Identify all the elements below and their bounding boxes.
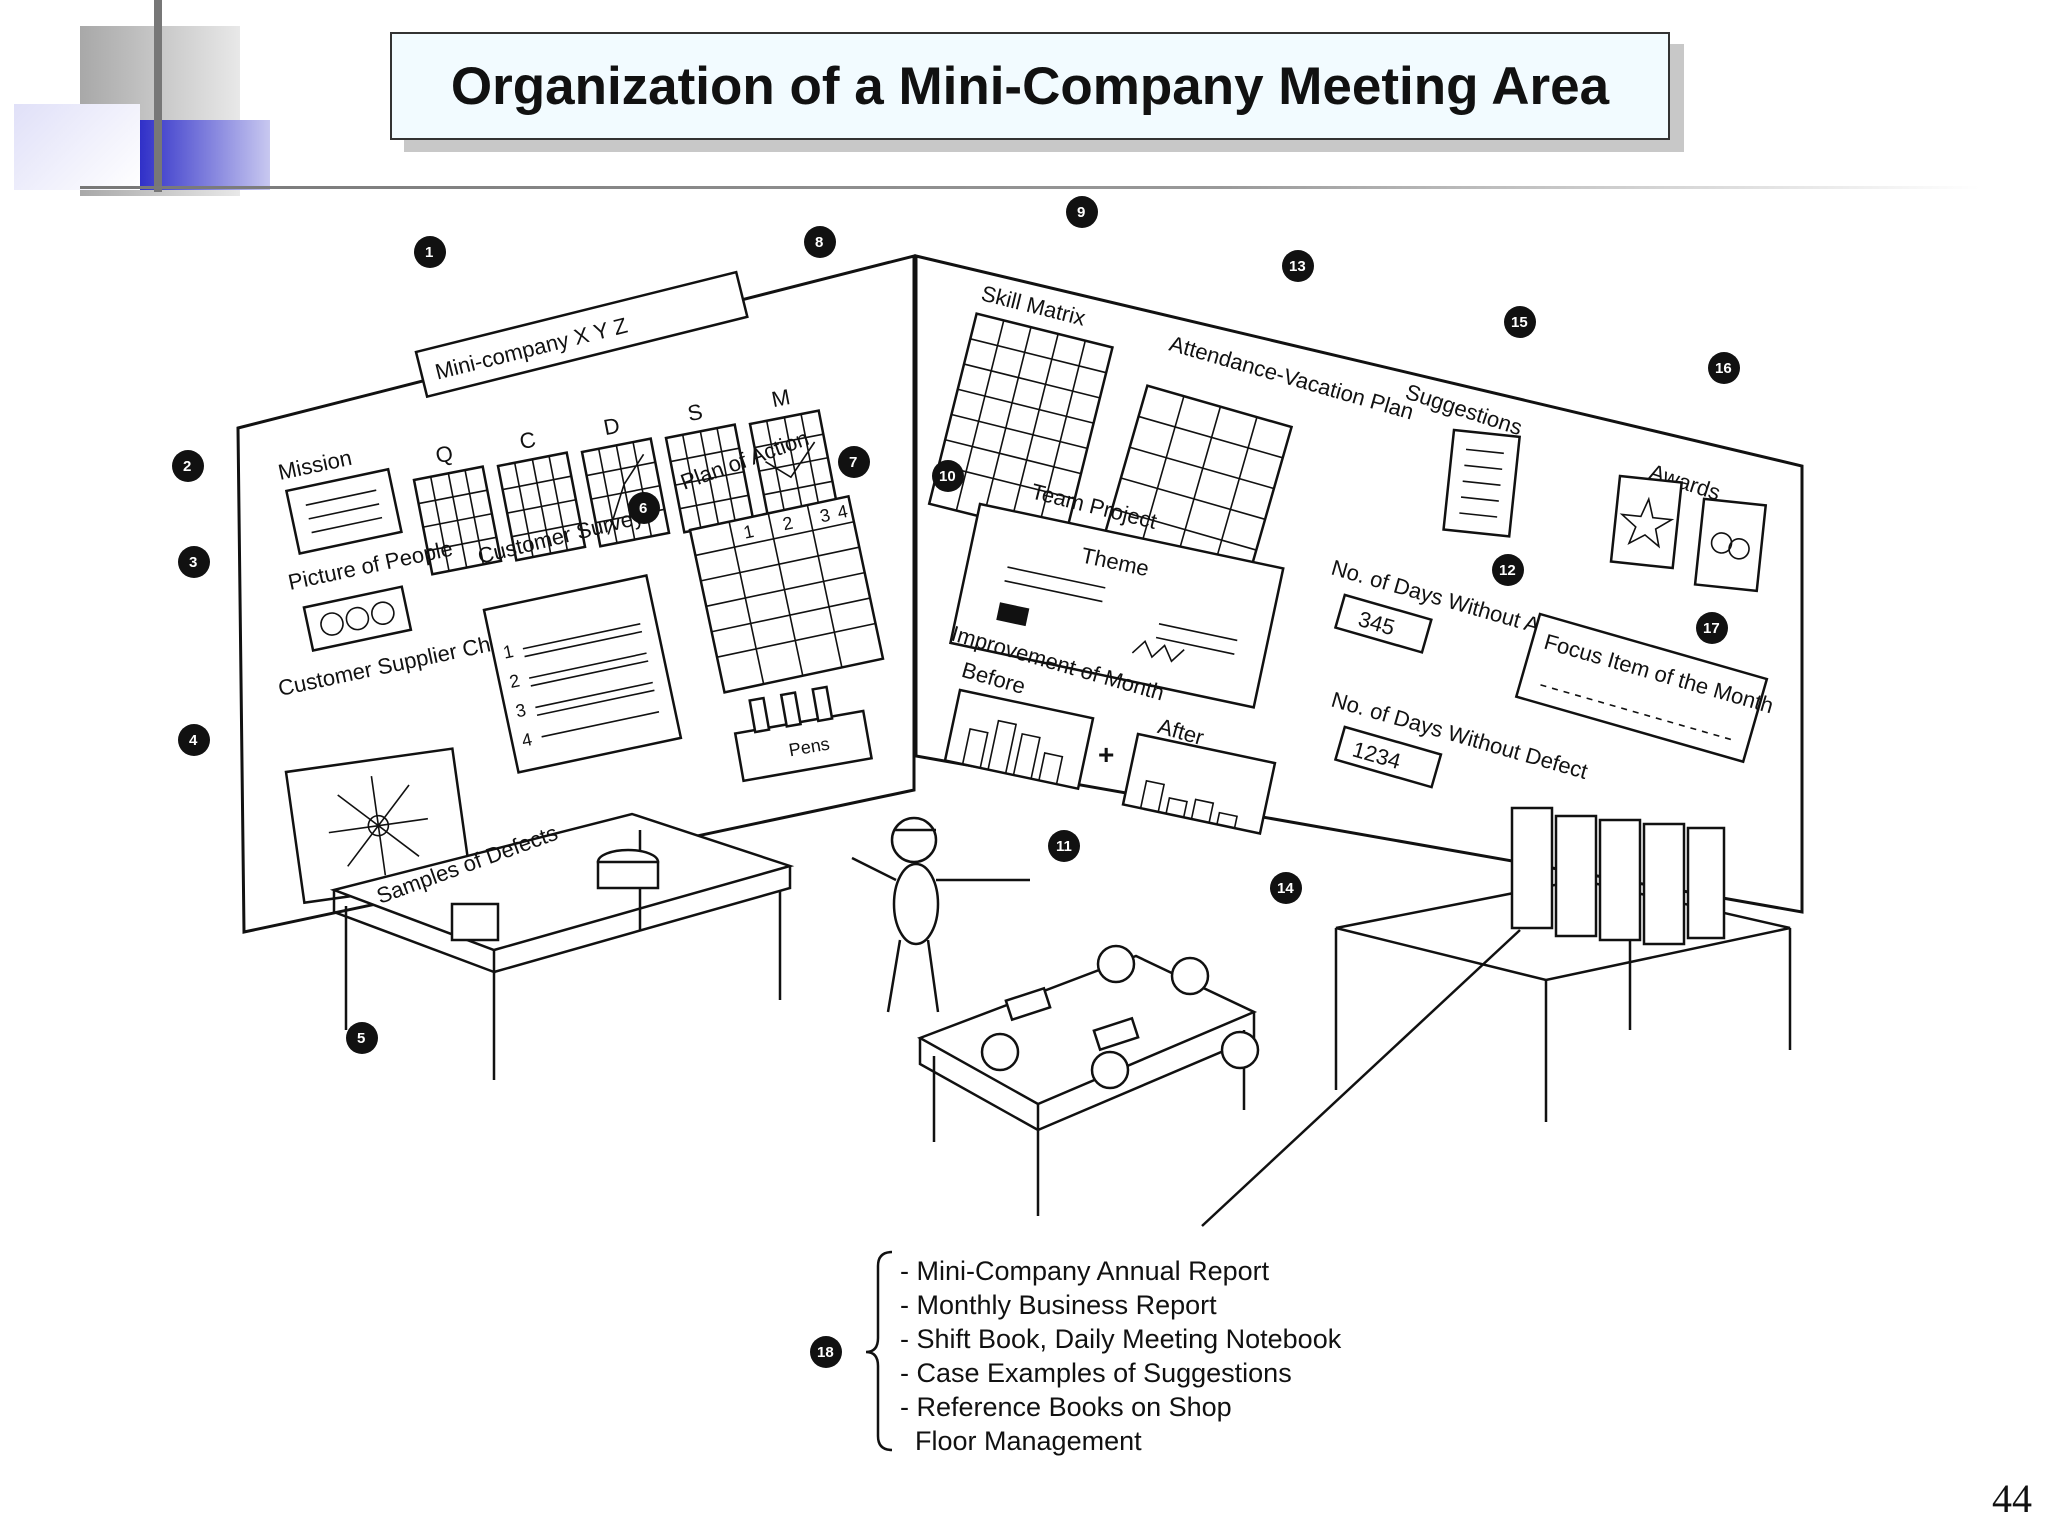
svg-text:13: 13 xyxy=(1289,258,1306,275)
after-chart xyxy=(1121,732,1277,836)
svg-text:9: 9 xyxy=(1077,204,1085,221)
svg-text:2: 2 xyxy=(781,513,795,535)
svg-text:7: 7 xyxy=(849,454,857,471)
page-title: Organization of a Mini-Company Meeting A… xyxy=(450,56,1610,116)
label-d: D xyxy=(601,413,621,441)
svg-text:4: 4 xyxy=(189,732,198,749)
svg-text:12: 12 xyxy=(1499,562,1516,579)
svg-text:17: 17 xyxy=(1703,620,1720,637)
documents-bracket xyxy=(865,1250,893,1452)
svg-text:3: 3 xyxy=(818,505,832,527)
awards-plaques xyxy=(1609,474,1768,593)
pens-holder: Pens xyxy=(733,685,874,783)
defect-counter xyxy=(1333,725,1443,789)
accident-counter xyxy=(1333,593,1433,654)
svg-text:6: 6 xyxy=(639,500,647,517)
page-number: 44 xyxy=(1992,1476,2032,1521)
header-rule xyxy=(80,186,1980,189)
document-item: - Case Examples of Suggestions xyxy=(900,1358,1292,1388)
svg-text:2: 2 xyxy=(183,458,191,475)
label-m: M xyxy=(769,384,792,412)
label-c: C xyxy=(517,427,537,455)
svg-text:3: 3 xyxy=(514,700,528,722)
samples-of-defects-table xyxy=(329,812,795,1080)
corner-decoration xyxy=(0,0,280,200)
svg-text:8: 8 xyxy=(815,234,823,251)
mini-company-sign xyxy=(414,270,749,399)
svg-text:1: 1 xyxy=(501,641,515,663)
document-item: - Shift Book, Daily Meeting Notebook xyxy=(900,1324,1342,1354)
suggestions-box xyxy=(1442,428,1522,538)
meeting-area-diagram: Mini-company X Y Z Q C D S M xyxy=(172,196,1804,1456)
svg-text:14: 14 xyxy=(1277,880,1294,897)
svg-text:3: 3 xyxy=(189,554,197,571)
document-item: Floor Management xyxy=(900,1426,1142,1456)
svg-text:+: + xyxy=(1098,739,1114,770)
svg-text:1: 1 xyxy=(425,244,433,261)
plan-of-action-board xyxy=(688,494,885,694)
svg-text:16: 16 xyxy=(1715,360,1732,377)
label-q: Q xyxy=(433,440,455,468)
svg-text:18: 18 xyxy=(817,1344,834,1361)
qcdsm-charts: Q C D S M xyxy=(412,384,839,576)
document-item: - Monthly Business Report xyxy=(900,1290,1217,1320)
callout-markers: 1 2 3 4 5 6 7 8 9 10 11 12 13 14 15 16 1… xyxy=(172,196,1740,1368)
documents-leader xyxy=(1201,929,1521,1227)
before-chart xyxy=(943,688,1095,791)
document-item: - Reference Books on Shop xyxy=(900,1392,1232,1422)
focus-item-board xyxy=(1514,612,1769,764)
svg-text:1: 1 xyxy=(742,521,756,543)
svg-text:11: 11 xyxy=(1056,838,1072,855)
documents-list: - Mini-Company Annual Report - Monthly B… xyxy=(900,1256,1342,1456)
customer-survey-board xyxy=(482,574,683,774)
label-s: S xyxy=(685,399,704,426)
svg-text:5: 5 xyxy=(357,1030,365,1047)
svg-text:15: 15 xyxy=(1511,314,1528,331)
svg-text:10: 10 xyxy=(939,468,956,485)
svg-text:4: 4 xyxy=(836,501,850,523)
presenter-figure xyxy=(851,816,1030,1013)
document-item: - Mini-Company Annual Report xyxy=(900,1256,1270,1286)
binder-shelf xyxy=(1334,806,1792,1122)
svg-text:4: 4 xyxy=(520,729,534,751)
svg-text:2: 2 xyxy=(508,670,522,692)
title-box: Organization of a Mini-Company Meeting A… xyxy=(390,32,1670,140)
meeting-table xyxy=(917,944,1260,1216)
team-project-board xyxy=(948,502,1285,709)
